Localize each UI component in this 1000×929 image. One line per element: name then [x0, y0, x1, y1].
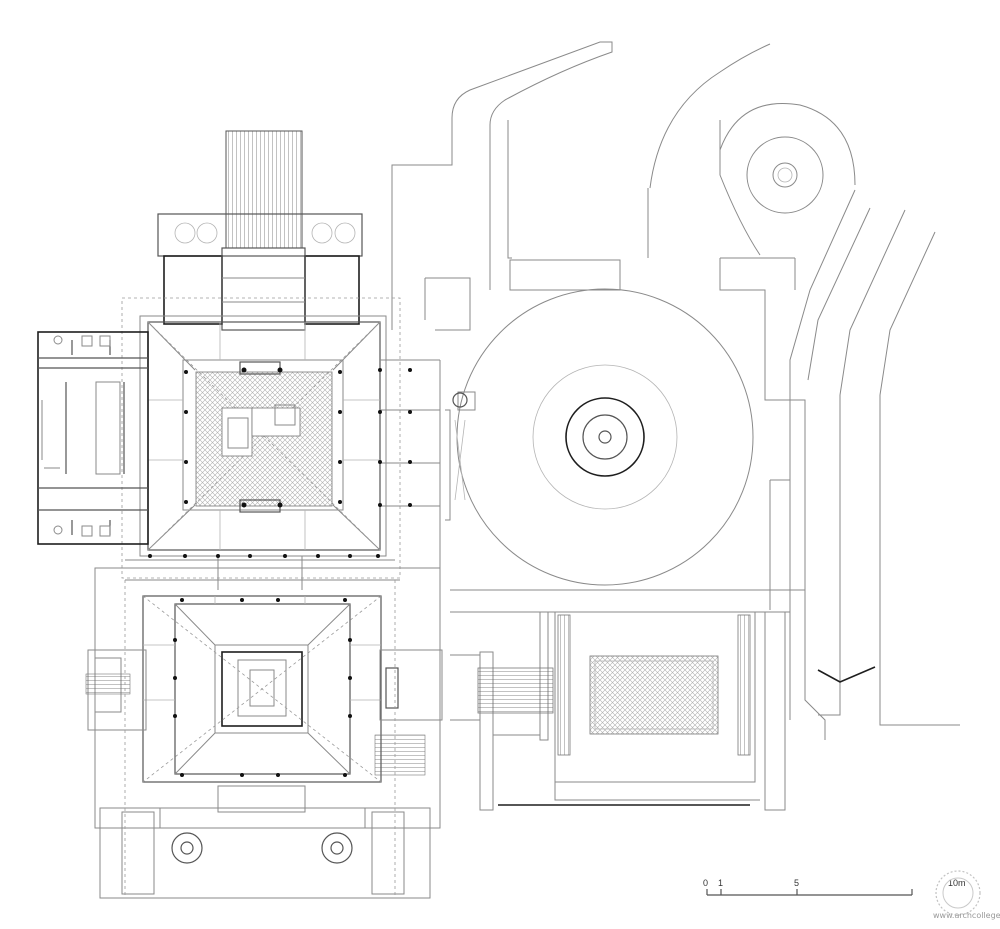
north-entrance	[157, 130, 363, 331]
watermark-seal-icon: www.archcollege.com	[933, 870, 1000, 920]
circular-plaza	[424, 277, 805, 613]
lower-columns	[173, 598, 352, 777]
lower-hall	[85, 567, 443, 899]
main-hall	[121, 297, 441, 590]
structural-columns	[148, 367, 412, 558]
scale-label-10: 10m	[948, 878, 966, 888]
scale-label-5: 5	[794, 878, 799, 888]
scale-label-0: 0	[703, 878, 708, 888]
landscape-outlines	[391, 41, 960, 740]
watermark-text: www.archcollege.com	[933, 911, 1000, 920]
west-wing	[37, 331, 149, 545]
scale-label-1: 1	[718, 878, 723, 888]
lower-right-court	[439, 590, 786, 811]
scale-bar: 0 1 5 10m	[703, 878, 966, 896]
